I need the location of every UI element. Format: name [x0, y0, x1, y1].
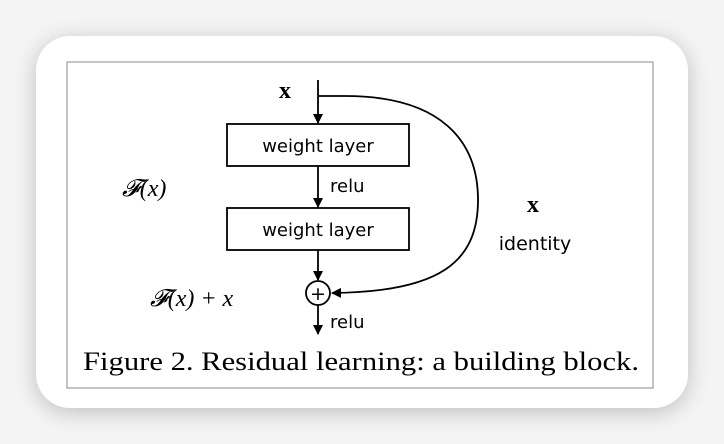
weight-layer-2 — [226, 207, 410, 251]
shortcut-x-label: x — [527, 192, 539, 218]
identity-label: identity — [499, 233, 572, 255]
weight-layer-2-label: weight layer — [262, 220, 374, 241]
identity-shortcut — [318, 95, 479, 298]
residual-function-label: 𝓕(x) — [122, 176, 166, 202]
relu-mid-label: relu — [330, 176, 365, 197]
figure-caption: Figure 2. Residual learning: a building … — [83, 347, 639, 376]
sum-label: 𝓕(x) + x — [150, 286, 234, 312]
input-label: x — [279, 78, 291, 104]
relu-out-label: relu — [330, 312, 365, 333]
add-symbol: + — [310, 283, 326, 305]
weight-layer-1-label: weight layer — [262, 136, 374, 157]
